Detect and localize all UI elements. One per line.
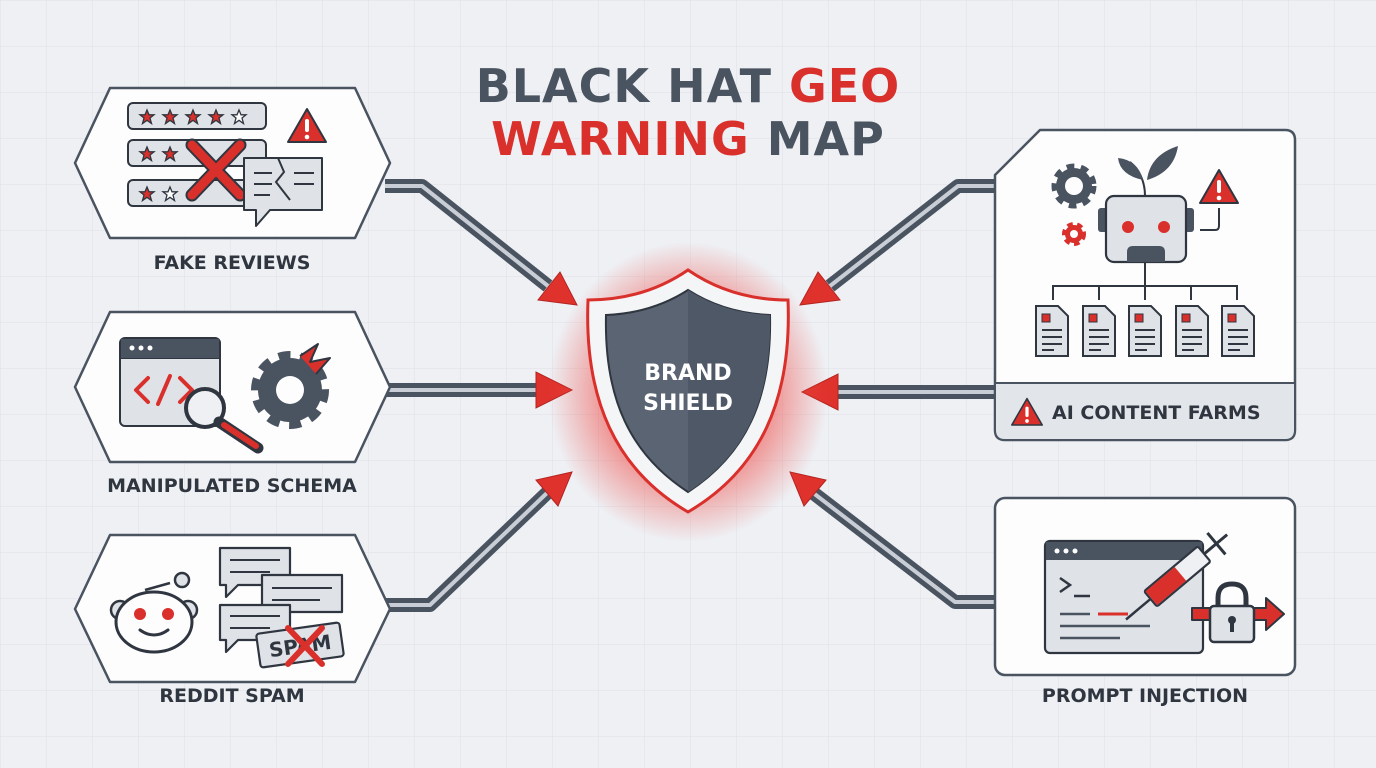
connectors — [385, 179, 995, 612]
threat-card-reddit-spam: SPAM REDDIT SPAM — [73, 533, 392, 707]
terminal-syringe-lock-icon — [1043, 531, 1285, 655]
threat-label: AI CONTENT FARMS — [1052, 402, 1261, 424]
code-magnifier-gear-icon — [119, 337, 331, 454]
reddit-icon — [109, 571, 199, 654]
chat-spam-icon: SPAM — [218, 546, 345, 669]
threat-label: MANIPULATED SCHEMA — [107, 475, 357, 497]
title-line-1: BLACK HAT GEO — [476, 59, 901, 113]
shield-label-line-1: BRAND — [644, 361, 731, 386]
arrowhead-ai-farms — [799, 271, 841, 306]
threat-card-prompt-injection: PROMPT INJECTION — [993, 496, 1297, 707]
robot-documents-icon — [1035, 146, 1255, 357]
shield-label-line-2: SHIELD — [643, 391, 733, 416]
threat-label: REDDIT SPAM — [159, 685, 304, 707]
threat-card-fake-reviews: FAKE REVIEWS — [73, 86, 392, 274]
threat-label: FAKE REVIEWS — [154, 252, 311, 274]
arrowhead-fake-reviews — [537, 271, 578, 306]
threat-card-ai-content-farms: AI CONTENT FARMS — [993, 128, 1297, 442]
threat-card-manipulated-schema: MANIPULATED SCHEMA — [73, 310, 392, 497]
brand-shield: BRAND SHIELD — [548, 242, 828, 542]
star-rating-cross-icon — [127, 102, 327, 227]
arrowhead-reddit — [535, 471, 573, 507]
threat-label: PROMPT INJECTION — [1042, 685, 1248, 707]
title-line-2: WARNING MAP — [491, 112, 885, 166]
